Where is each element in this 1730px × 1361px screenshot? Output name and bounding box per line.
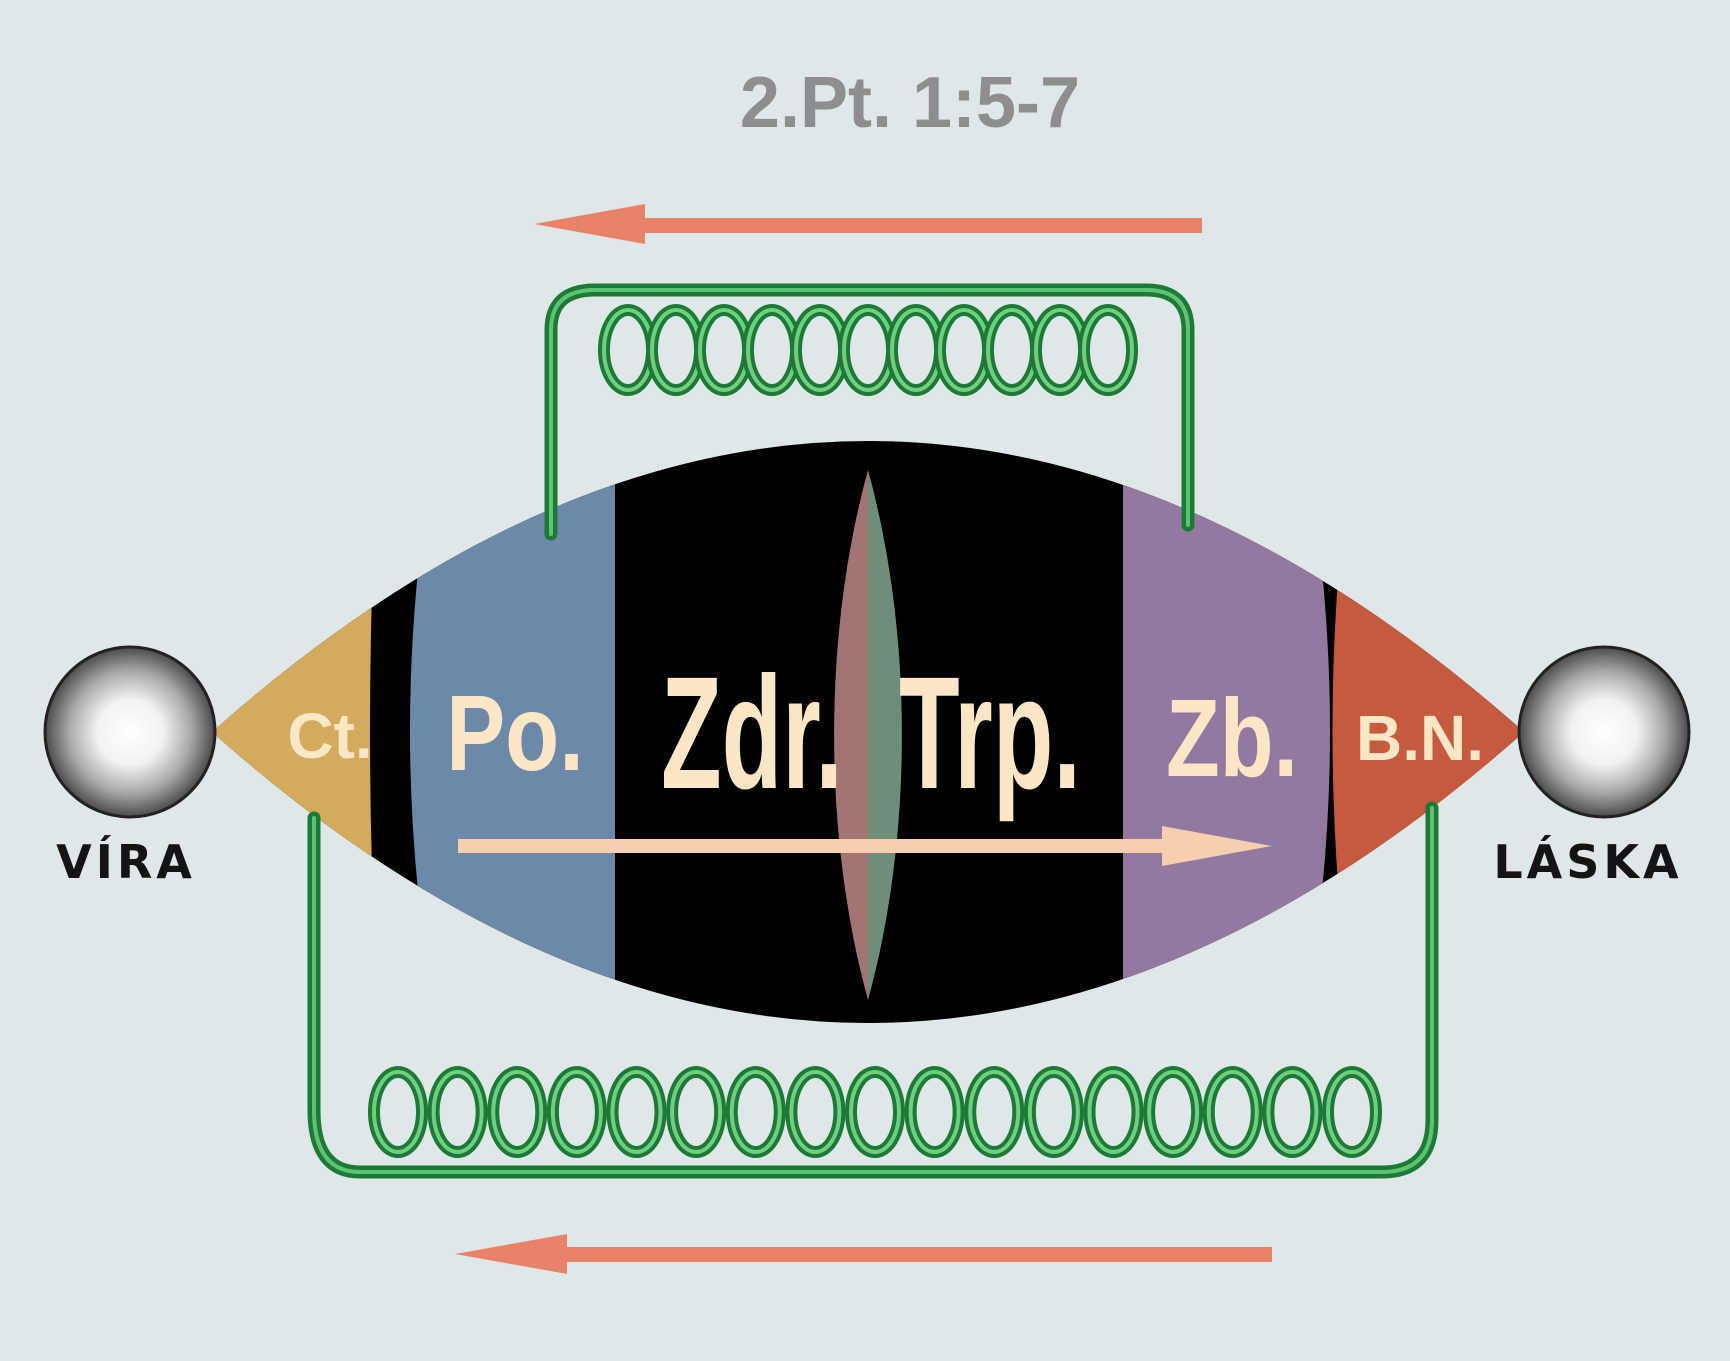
coil-loop-highlight bbox=[1326, 1070, 1378, 1154]
coil-loop-highlight bbox=[1034, 308, 1086, 392]
segment-zb bbox=[1123, 441, 1330, 1023]
coil-loop-highlight bbox=[789, 1070, 842, 1154]
top-arrow-icon bbox=[534, 204, 1202, 244]
segment-label-zdr: Zdr. bbox=[661, 644, 843, 823]
segment-label-zb: Zb. bbox=[1166, 678, 1298, 801]
coil-loop-highlight bbox=[890, 308, 942, 392]
coil-loop-highlight bbox=[1082, 308, 1134, 392]
right-sphere-icon bbox=[1517, 645, 1691, 819]
coil-loop-highlight bbox=[698, 308, 750, 392]
segment-label-ct: Ct. bbox=[287, 700, 372, 772]
segment-trp bbox=[868, 470, 902, 1000]
segment-zdr bbox=[834, 470, 868, 1000]
coil-loop-highlight bbox=[908, 1070, 961, 1154]
coil-loop-highlight bbox=[1206, 1070, 1259, 1154]
segment-label-trp: Trp. bbox=[899, 644, 1081, 823]
top-spring-coils bbox=[598, 304, 1138, 396]
coil-loop-highlight bbox=[650, 308, 702, 392]
bottom-spring-coils bbox=[368, 1066, 1382, 1158]
left-endpoint-label: VÍRA bbox=[56, 835, 196, 889]
coil-loop-highlight bbox=[794, 308, 846, 392]
middle-arrow-icon bbox=[458, 826, 1272, 866]
coil-loop-highlight bbox=[491, 1070, 544, 1154]
left-sphere-icon bbox=[43, 645, 217, 819]
bottom-arrow-icon bbox=[455, 1234, 1272, 1274]
coil-loop-highlight bbox=[550, 1070, 603, 1154]
coil-loop-highlight bbox=[610, 1070, 663, 1154]
coil-loop-highlight bbox=[938, 308, 990, 392]
coil-loop-highlight bbox=[670, 1070, 723, 1154]
top-spring-icon bbox=[544, 283, 1195, 541]
coil-loop-highlight bbox=[1147, 1070, 1200, 1154]
coil-loop-highlight bbox=[842, 308, 894, 392]
segment-label-po: Po. bbox=[446, 673, 584, 793]
coil-loop-highlight bbox=[849, 1070, 901, 1154]
coil-loop-highlight bbox=[729, 1070, 782, 1154]
lens-body bbox=[212, 441, 1524, 1023]
coil-loop-highlight bbox=[986, 308, 1038, 392]
coil-loop-highlight bbox=[602, 308, 654, 392]
diagram-title: 2.Pt. 1:5-7 bbox=[740, 63, 1080, 143]
coil-loop-highlight bbox=[746, 308, 798, 392]
segment-label-bn: B.N. bbox=[1356, 702, 1484, 774]
right-endpoint-label: LÁSKA bbox=[1493, 835, 1682, 889]
coil-loop-highlight bbox=[372, 1070, 424, 1154]
bottom-spring-icon bbox=[307, 801, 1439, 1179]
coil-loop-highlight bbox=[431, 1070, 484, 1154]
coil-loop-highlight bbox=[968, 1070, 1021, 1154]
segment-po bbox=[410, 441, 615, 1023]
coil-loop-highlight bbox=[1087, 1070, 1140, 1154]
coil-loop-highlight bbox=[1266, 1070, 1319, 1154]
coil-loop-highlight bbox=[1027, 1070, 1080, 1154]
